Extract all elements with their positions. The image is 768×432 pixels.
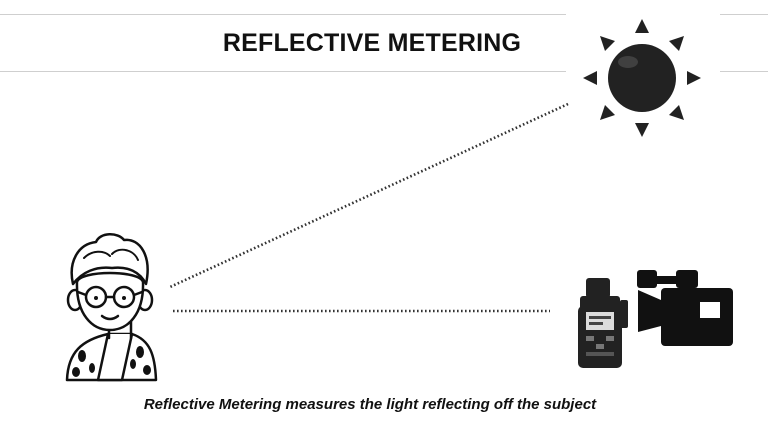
incident-light-line: [169, 102, 569, 289]
sun-icon: [583, 19, 701, 137]
diagram-caption: Reflective Metering measures the light r…: [143, 396, 597, 413]
person-icon: [65, 233, 158, 382]
video-camera-icon: [637, 270, 733, 346]
diagram-title: REFLECTIVE METERING: [222, 28, 522, 57]
light-meter-icon: [578, 278, 628, 368]
